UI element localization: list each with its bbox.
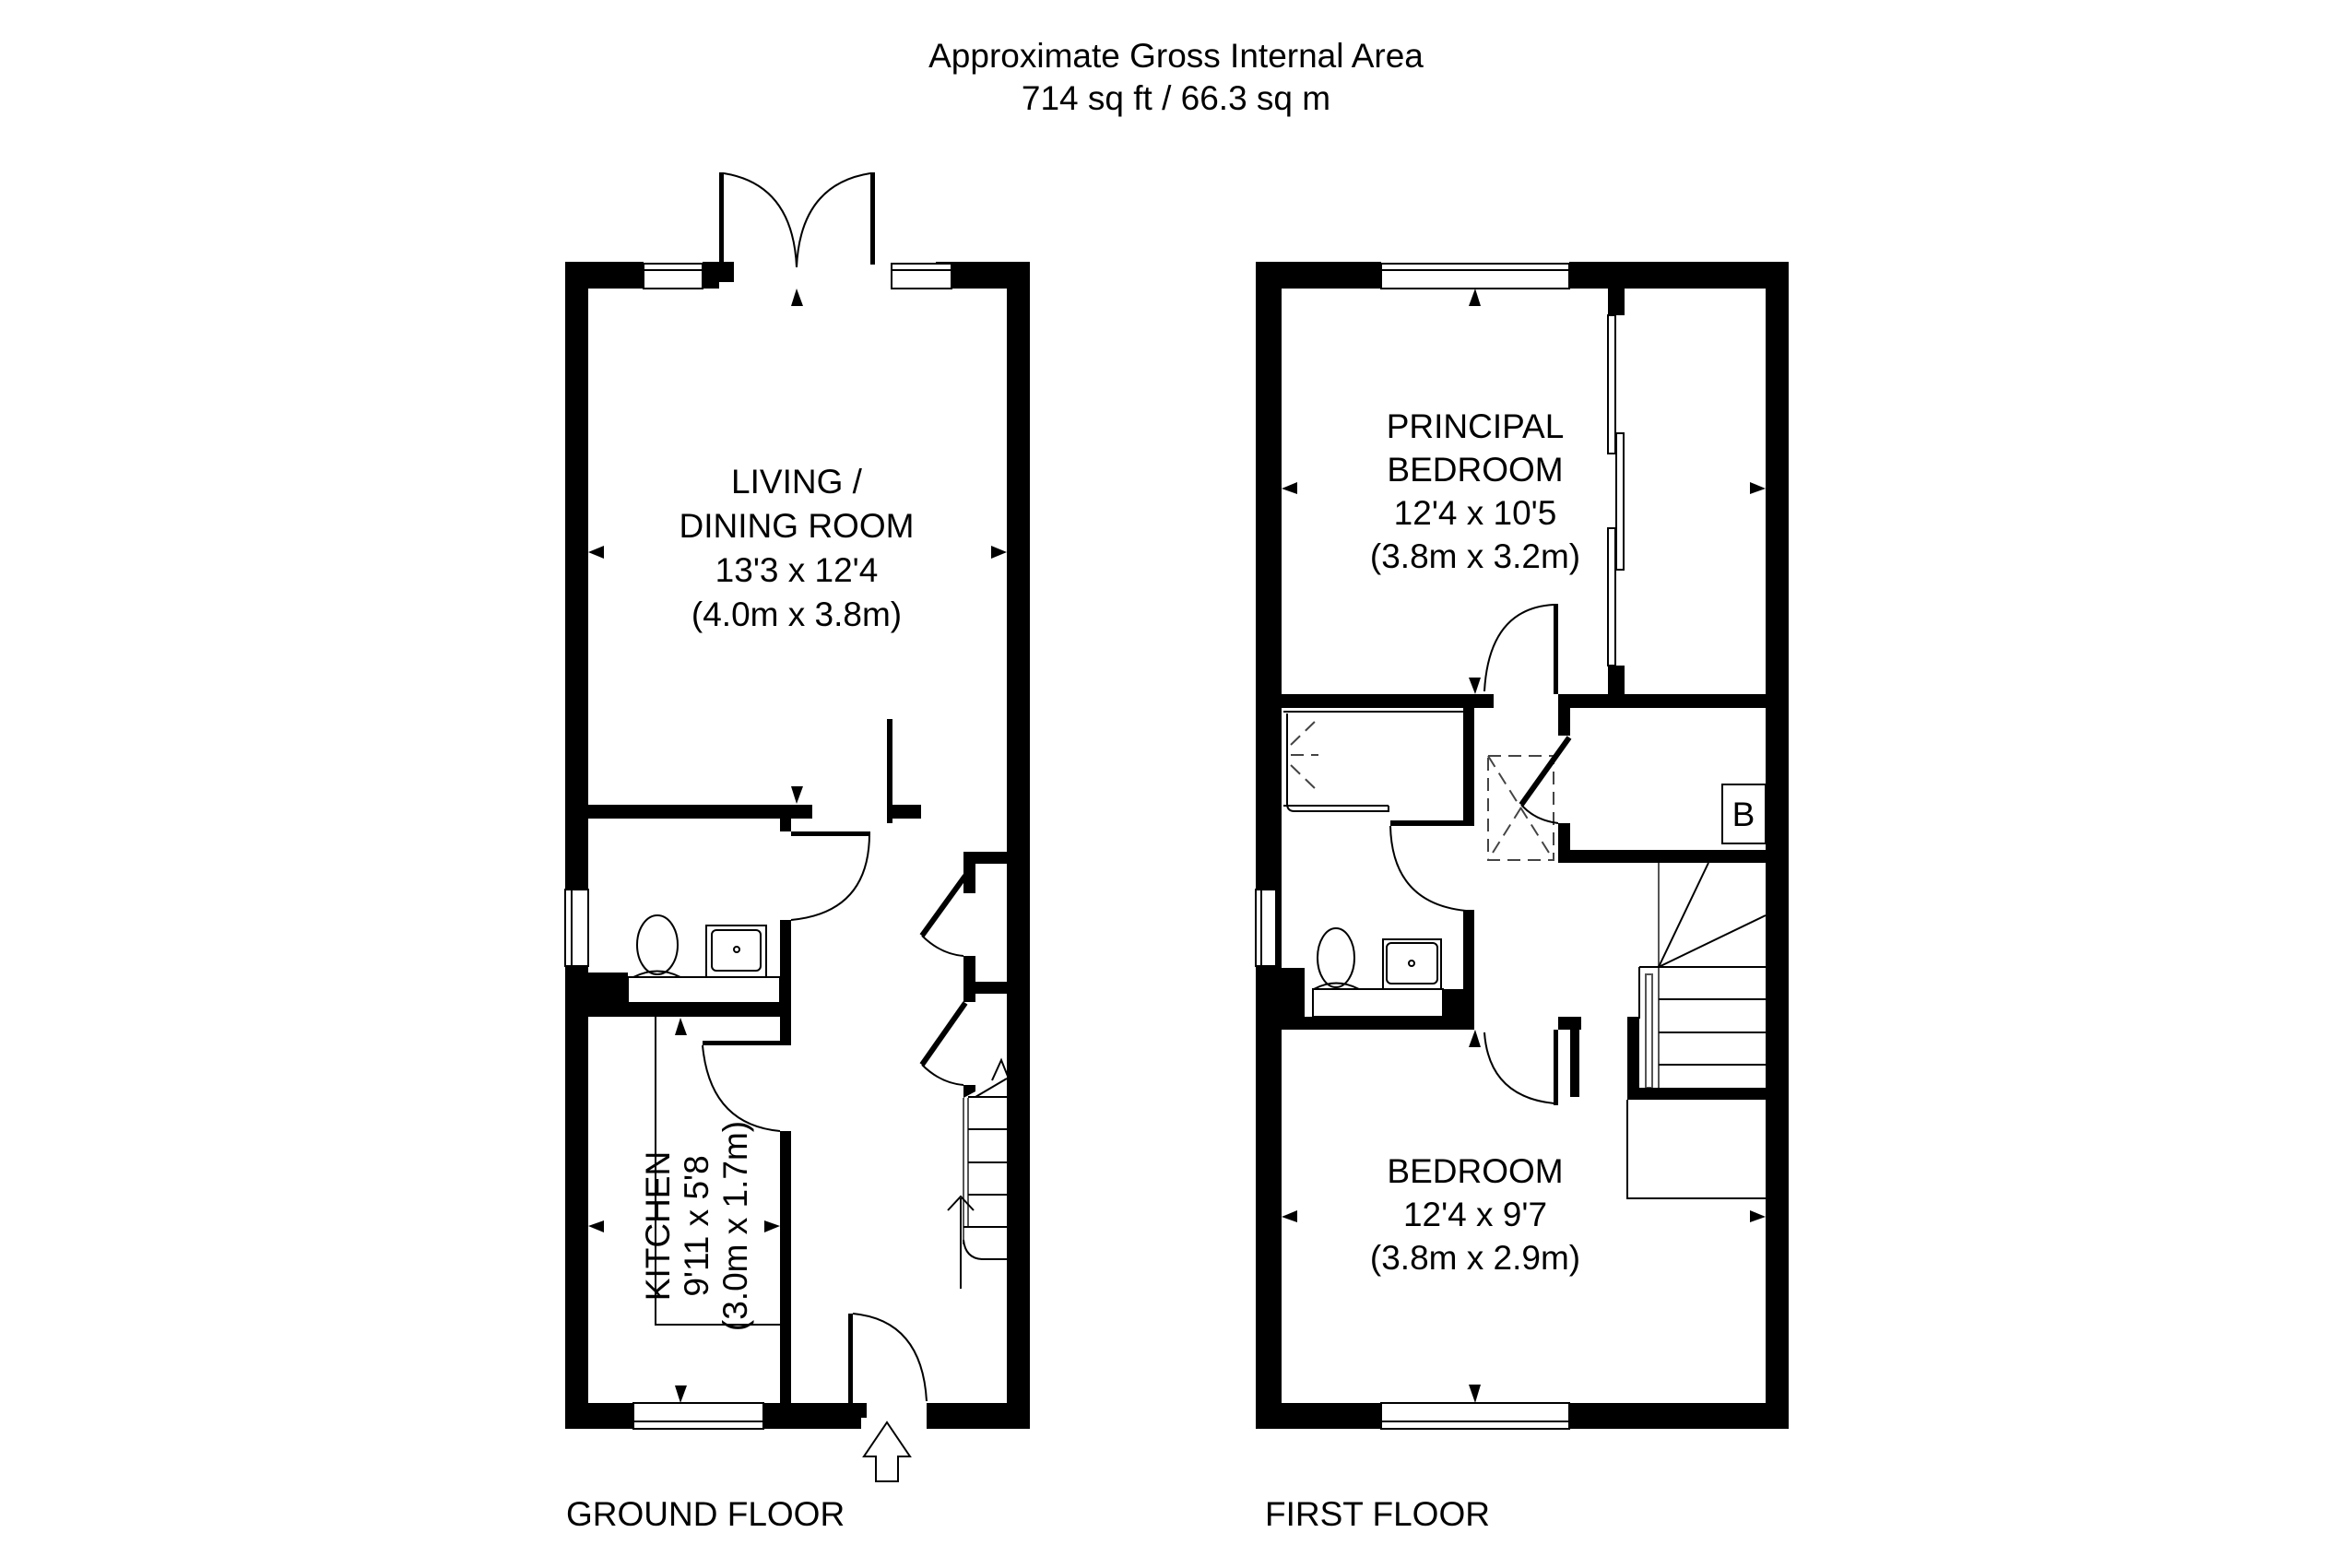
window-living-left [643,263,703,289]
front-door-swing [852,1313,928,1402]
first-floor-plan: B PRINCIPAL BEDROOM [1255,262,1789,1430]
ground-floor-plan: LIVING / DINING ROOM 13'3 x 12'4 (4.0m x… [564,172,1030,1482]
room-name-kitchen: KITCHEN [639,1151,677,1301]
room-name-living: LIVING / [731,463,863,501]
kitchen-door-swing [702,1044,781,1132]
dimension-arrow-up [1469,1030,1481,1047]
living-door-swing [790,831,871,921]
dimension-arrow-down [1469,678,1481,694]
french-door-right-swing [796,172,871,268]
boiler-label: B [1732,796,1755,833]
first-right-wall [1766,262,1789,1429]
kitchen-label-group: KITCHEN 9'11 x 5'8 (3.0m x 1.7m) [639,1121,754,1331]
dimension-arrow-up [675,1018,687,1035]
dimension-arrow-right [991,546,1007,559]
dimension-arrow-down [791,786,803,804]
window-bathroom [1255,889,1277,967]
room-dims-bedroom-metric: (3.8m x 2.9m) [1370,1239,1580,1277]
sink-icon [705,925,767,978]
entrance-arrow-icon [862,1421,912,1482]
dimension-arrow-up [791,289,803,306]
room-dims-living-metric: (4.0m x 3.8m) [691,595,902,633]
window-wc [564,889,589,967]
bath-icon [1286,713,1389,812]
dimension-arrow-up [1469,289,1481,306]
room-name-bedroom: BEDROOM [1387,1152,1563,1190]
area-title: Approximate Gross Internal Area [928,37,1424,75]
window-bedroom [1380,1402,1570,1430]
room-dims-kitchen-imperial: 9'11 x 5'8 [678,1155,715,1296]
dimension-arrow-down [1469,1385,1481,1403]
loft-hatch-icon [1487,755,1554,861]
window-living-right [891,263,952,289]
dimension-arrow-left [1282,482,1297,494]
dimension-arrow-left [588,546,604,559]
room-dims-principal-imperial: 12'4 x 10'5 [1394,494,1557,532]
sink-icon [1382,938,1442,990]
stairs-first [1634,862,1767,1100]
ground-left-wall [565,262,588,1429]
room-name-principal: PRINCIPAL [1387,407,1565,445]
boiler-icon [1721,784,1767,844]
first-left-wall [1256,262,1282,1429]
window-principal-bedroom [1380,263,1570,289]
window-kitchen [632,1402,764,1430]
dimension-arrow-right [1750,1210,1766,1222]
dimension-arrow-down [675,1385,687,1403]
bedroom-door-swing [1483,1032,1555,1104]
dimension-arrow-left [1282,1210,1297,1222]
room-dims-principal-metric: (3.8m x 3.2m) [1370,537,1580,575]
toilet-icon [1317,927,1355,988]
room-name-principal-2: BEDROOM [1387,451,1563,489]
ground-floor-label: GROUND FLOOR [566,1495,845,1533]
stairs-ground [947,1057,1010,1289]
toilet-icon [636,914,679,975]
bath-door-swing [1389,825,1467,912]
room-dims-living-imperial: 13'3 x 12'4 [715,551,879,589]
area-value: 714 sq ft / 66.3 sq m [1021,79,1331,117]
dimension-arrow-left [588,1220,604,1232]
dimension-arrow-right [1750,482,1766,494]
ground-right-wall [1007,262,1030,1429]
room-name-living-2: DINING ROOM [680,507,915,545]
first-floor-label: FIRST FLOOR [1265,1495,1490,1533]
french-door-left-swing [723,172,798,268]
room-dims-bedroom-imperial: 12'4 x 9'7 [1403,1196,1547,1233]
principal-door-swing [1483,604,1554,692]
room-dims-kitchen-metric: (3.0m x 1.7m) [716,1121,754,1331]
dimension-arrow-right [764,1220,780,1232]
